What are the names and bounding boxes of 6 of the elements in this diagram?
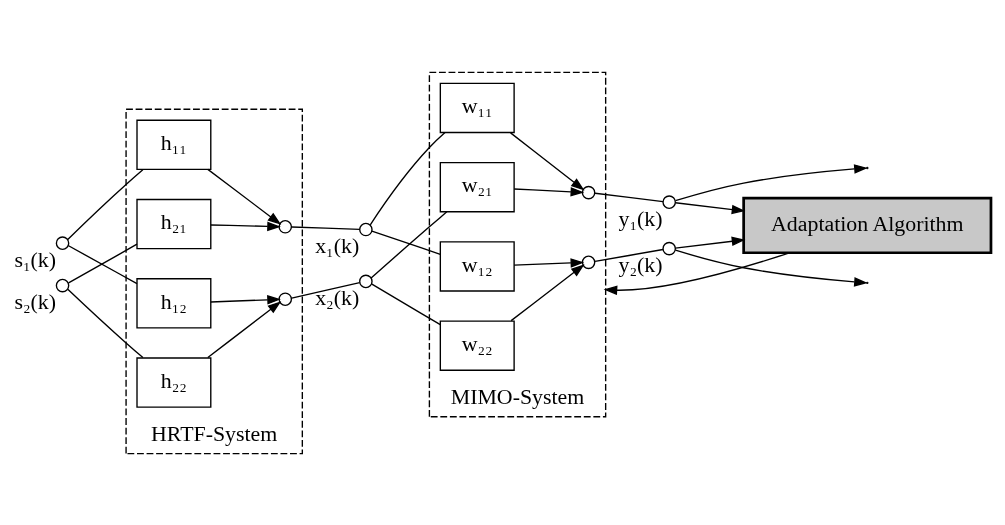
node-label: y₂(k) (618, 252, 663, 277)
node-label: s₁(k) (14, 247, 57, 272)
node-label: x₂(k) (315, 285, 360, 310)
node-label: y₁(k) (618, 206, 663, 231)
node-label: x₁(k) (315, 233, 360, 258)
node-label: s₂(k) (14, 289, 57, 314)
